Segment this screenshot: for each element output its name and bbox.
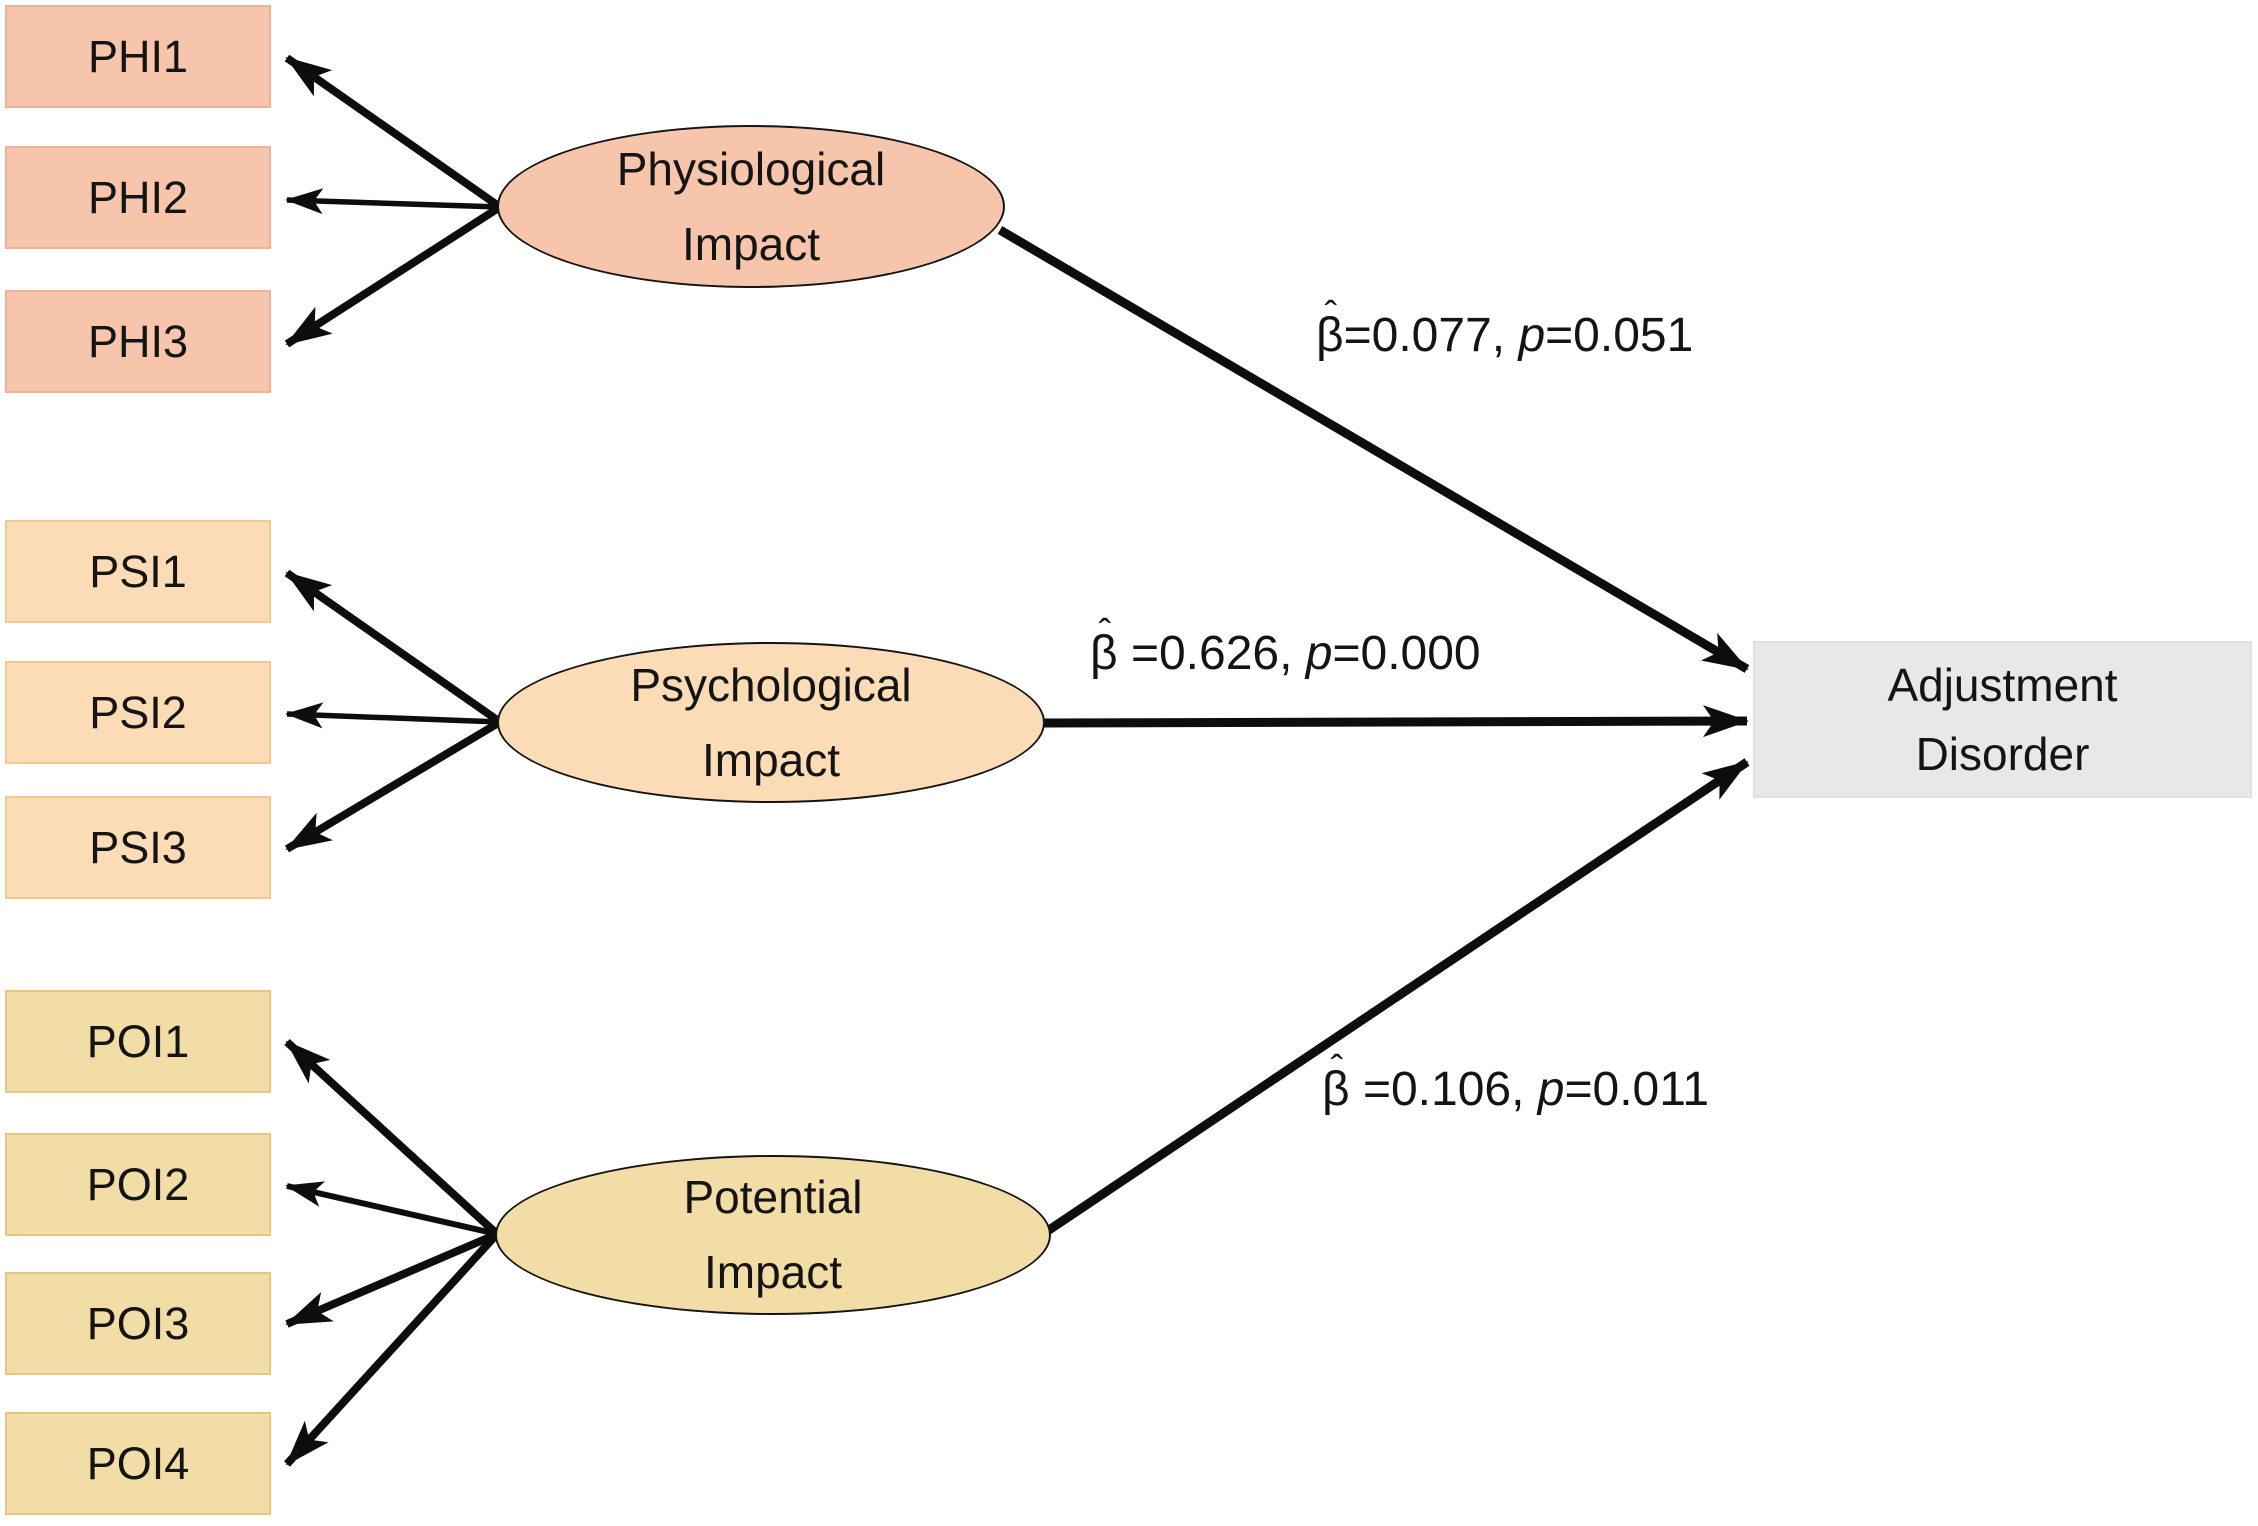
arrow-potential-poi1 — [284, 1039, 500, 1237]
latent-ellipse-physiological: Physiological Impact — [497, 125, 1005, 288]
path-physiological-to-adjustment — [997, 226, 1750, 673]
latent-ellipse-psychological: Psychological Impact — [497, 642, 1045, 803]
latent-label-line1: Physiological — [616, 142, 886, 195]
beta-value: =0.077, — [1343, 309, 1519, 362]
indicator-label: POI2 — [86, 1158, 190, 1210]
indicator-label: PSI3 — [89, 821, 187, 873]
indicator-label: PSI2 — [89, 686, 187, 738]
indicator-box-psi1: PSI1 — [5, 520, 271, 623]
indicator-box-psi3: PSI3 — [5, 796, 271, 899]
latent-label-line1: Psychological — [630, 658, 912, 711]
p-value: =0.011 — [1564, 1063, 1710, 1116]
beta-value: =0.626, — [1117, 627, 1306, 680]
outcome-label-line2: Disorder — [1915, 727, 2090, 780]
indicator-label: PHI3 — [87, 315, 189, 367]
indicator-label: POI4 — [86, 1437, 190, 1489]
arrow-physiological-phi3 — [284, 203, 503, 348]
arrow-physiological-phi1 — [284, 54, 503, 211]
path-psychological-to-adjustment — [1043, 705, 1749, 738]
latent-label-line2: Impact — [681, 217, 821, 270]
arrow-potential-poi2 — [285, 1181, 498, 1237]
outcome-box-adjustment-disorder: Adjustment Disorder — [1753, 641, 2252, 798]
indicator-box-psi2: PSI2 — [5, 661, 271, 764]
indicator-label: POI1 — [86, 1015, 190, 1067]
outcome-label-line1: Adjustment — [1887, 659, 2118, 712]
p-value: =0.000 — [1332, 627, 1481, 680]
indicator-label: PHI2 — [87, 171, 189, 223]
arrow-potential-poi4 — [284, 1231, 500, 1467]
indicator-box-poi1: POI1 — [5, 990, 271, 1093]
arrow-psychological-psi2 — [285, 702, 501, 729]
indicator-box-poi2: POI2 — [5, 1133, 271, 1236]
indicator-box-phi2: PHI2 — [5, 146, 271, 249]
p-symbol: p — [1518, 309, 1546, 362]
indicator-label: POI3 — [86, 1297, 190, 1349]
indicator-box-phi1: PHI1 — [5, 5, 271, 108]
p-symbol: p — [1305, 627, 1333, 680]
indicator-box-poi4: POI4 — [5, 1412, 271, 1515]
latent-label-line2: Impact — [703, 1246, 843, 1298]
arrow-physiological-phi2 — [285, 188, 501, 215]
latent-label-line1: Potential — [683, 1171, 863, 1224]
indicator-label: PHI1 — [87, 30, 189, 82]
indicator-box-poi3: POI3 — [5, 1272, 271, 1375]
indicator-box-phi3: PHI3 — [5, 290, 271, 393]
arrow-potential-poi3 — [285, 1230, 499, 1328]
indicator-label: PSI1 — [89, 545, 187, 597]
arrow-psychological-psi1 — [284, 569, 503, 726]
path-potential-to-adjustment — [1043, 758, 1750, 1236]
latent-ellipse-potential: Potential Impact — [495, 1155, 1051, 1315]
beta-value: =0.106, — [1349, 1063, 1538, 1116]
p-symbol: p — [1537, 1063, 1565, 1116]
arrow-psychological-psi3 — [284, 718, 503, 853]
latent-label-line2: Impact — [701, 733, 841, 786]
p-value: =0.051 — [1545, 309, 1694, 362]
